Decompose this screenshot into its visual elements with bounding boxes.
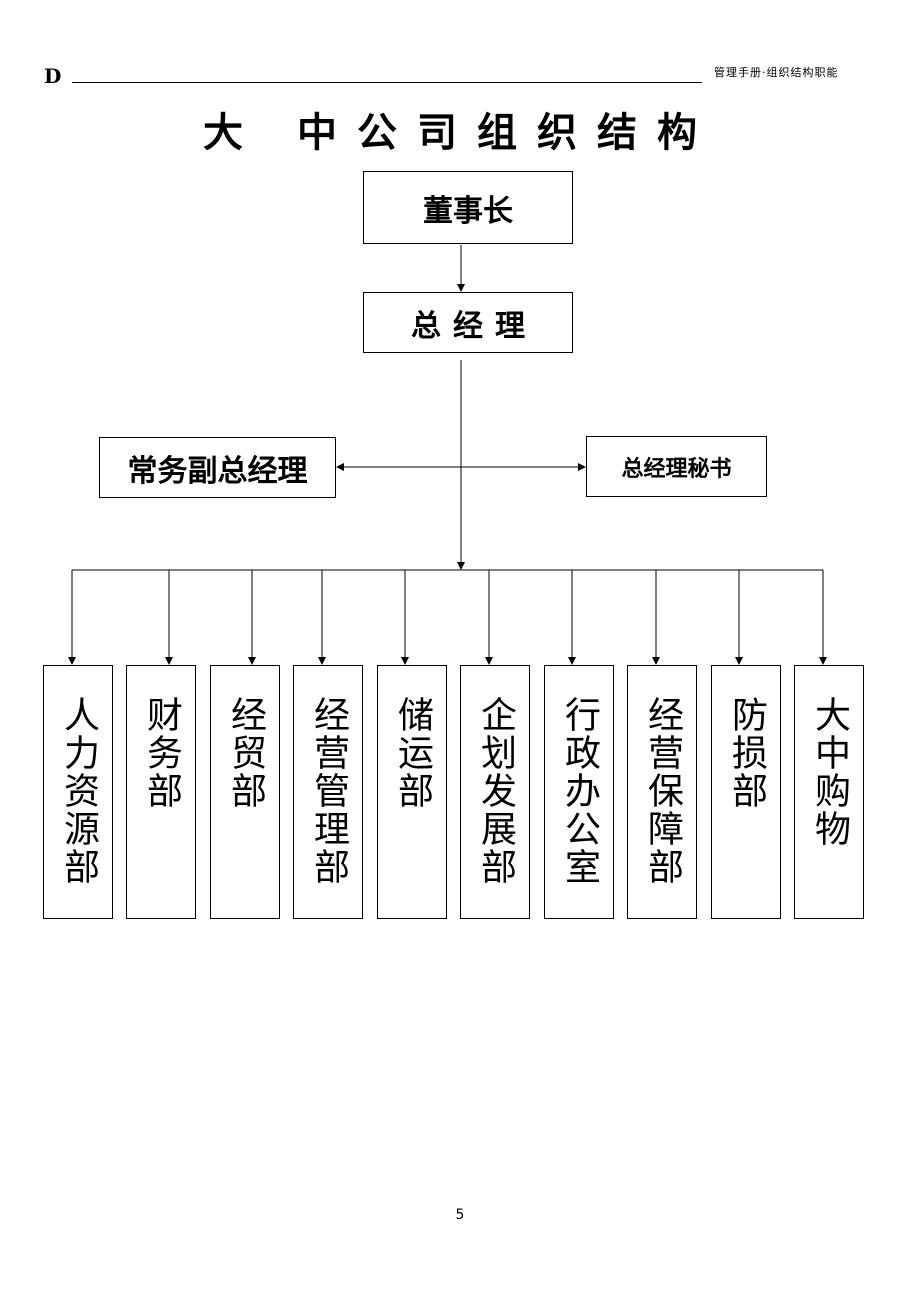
department-box-planning: 企划发展部: [460, 665, 530, 919]
chairman-box: 董事长: [363, 171, 573, 244]
department-label: 行政办公室: [559, 696, 600, 886]
department-box-trade: 经贸部: [210, 665, 280, 919]
department-box-logistics: 储运部: [377, 665, 447, 919]
company-logo: D: [44, 64, 61, 88]
department-box-operations-support: 经营保障部: [627, 665, 697, 919]
department-label: 储运部: [392, 696, 433, 810]
department-label: 经营保障部: [642, 696, 683, 886]
department-label: 经贸部: [225, 696, 266, 810]
department-label: 企划发展部: [475, 696, 516, 886]
chairman-label: 董事长: [423, 193, 513, 229]
general-manager-label: 总经理: [411, 308, 537, 344]
page-number: 5: [455, 1207, 465, 1223]
department-label: 人力资源部: [58, 696, 99, 886]
department-label: 大中购物: [809, 696, 850, 848]
department-box-dazhong-shopping: 大中购物: [794, 665, 864, 919]
running-header: 管理手册·组织结构职能: [714, 66, 839, 79]
department-box-admin-office: 行政办公室: [544, 665, 614, 919]
executive-vp-label: 常务副总经理: [127, 453, 308, 489]
department-box-hr: 人力资源部: [43, 665, 113, 919]
department-label: 财务部: [141, 696, 182, 810]
department-label: 经营管理部: [308, 696, 349, 886]
header-rule: [72, 82, 702, 83]
gm-secretary-box: 总经理秘书: [586, 436, 767, 497]
executive-vp-box: 常务副总经理: [99, 437, 336, 498]
department-drop-lines: [68, 570, 827, 665]
department-label: 防损部: [726, 696, 767, 810]
general-manager-box: 总经理: [363, 292, 573, 353]
department-box-loss-prevention: 防损部: [711, 665, 781, 919]
department-box-operations-mgmt: 经营管理部: [293, 665, 363, 919]
gm-secretary-label: 总经理秘书: [621, 456, 732, 482]
page-title: 大 中公司组织结构: [203, 110, 717, 156]
department-box-finance: 财务部: [126, 665, 196, 919]
